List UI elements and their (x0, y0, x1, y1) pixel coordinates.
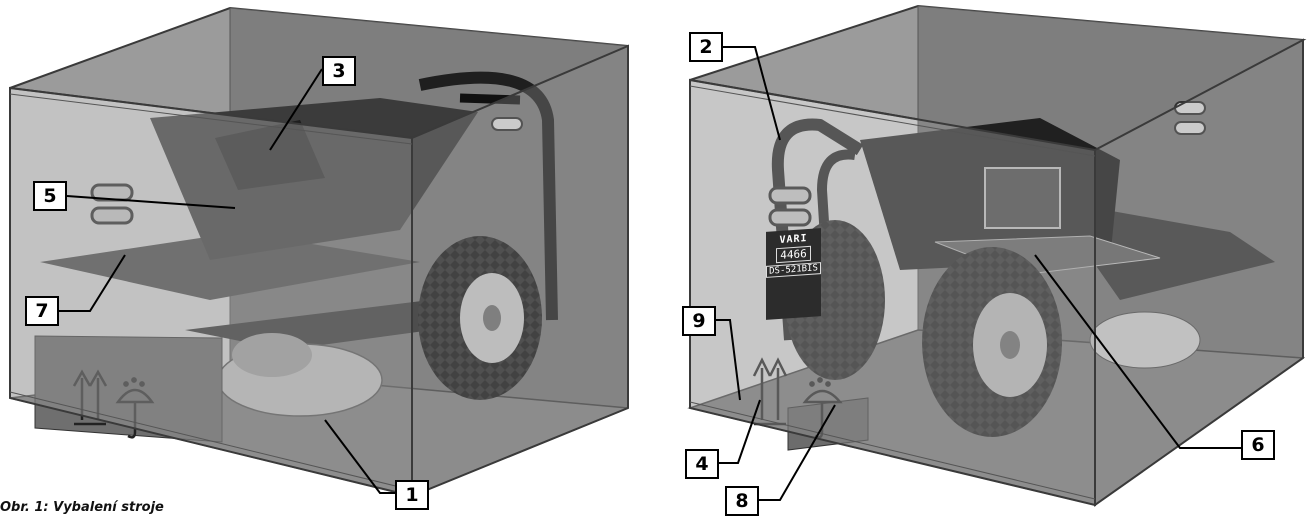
figure-caption: Obr. 1: Vybalení stroje (0, 500, 164, 515)
leader-7 (59, 254, 126, 312)
leader-1 (324, 419, 395, 494)
right-crate-side (1094, 38, 1304, 507)
plate-model: DS-521BIS (766, 262, 821, 278)
left-grip (459, 93, 521, 105)
callout-4: 4 (685, 449, 719, 479)
leader-4 (719, 399, 761, 464)
callout-5: 5 (33, 181, 67, 211)
left-wheel-hub (483, 305, 501, 331)
left-crate (9, 6, 629, 498)
right-crate-front (689, 78, 1096, 507)
callout-8: 8 (725, 486, 759, 516)
callout-2: 2 (689, 32, 723, 62)
callout-9: 9 (682, 306, 716, 336)
left-light-3 (491, 117, 523, 131)
machine-data-plate: VARI 4466 DS-521BIS (766, 228, 821, 320)
leader-8 (759, 404, 836, 501)
callout-1: 1 (395, 480, 429, 510)
leader-2 (723, 46, 781, 141)
left-crate-front (9, 86, 413, 498)
left-crate-side (411, 44, 629, 498)
left-handle-bar (418, 71, 558, 321)
callout-7: 7 (25, 296, 59, 326)
right-light-4 (1174, 121, 1206, 135)
callout-6: 6 (1241, 430, 1275, 460)
plate-number: 4466 (776, 245, 811, 264)
leader-9 (716, 319, 741, 401)
plate-brand: VARI (779, 233, 808, 246)
right-crate (687, 4, 1307, 507)
leader-6 (1034, 254, 1241, 449)
leader-3 (269, 68, 323, 151)
leader-5 (66, 195, 236, 209)
callout-3: 3 (322, 56, 356, 86)
leader-lines (59, 46, 1241, 501)
